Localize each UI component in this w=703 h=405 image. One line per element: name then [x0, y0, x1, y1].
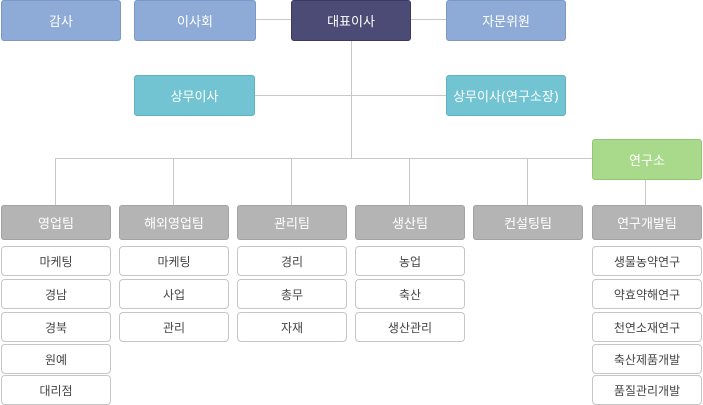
team-sub-item: 사업 — [119, 279, 229, 309]
team-header: 해외영업팀 — [119, 205, 229, 240]
connector-drop-team-3 — [409, 158, 410, 205]
connector-drop-team-1 — [173, 158, 174, 205]
team-sub-item: 총무 — [237, 279, 347, 309]
team-sub-item: 축산 — [355, 279, 465, 309]
team-sub-item: 관리 — [119, 312, 229, 342]
connector-drop-team-4 — [527, 158, 528, 205]
team-sub-item: 대리점 — [1, 375, 111, 405]
connector-ceo-trunk — [351, 41, 352, 158]
team-sub-item: 축산제품개발 — [592, 344, 702, 374]
connector-drop-team-0 — [55, 158, 56, 205]
team-header: 영업팀 — [1, 205, 111, 240]
team-sub-item: 품질관리개발 — [592, 375, 702, 405]
team-sub-item: 천연소재연구 — [592, 312, 702, 342]
team-sub-item: 농업 — [355, 246, 465, 276]
team-sub-item: 자재 — [237, 312, 347, 342]
team-sub-item: 마케팅 — [119, 246, 229, 276]
team-sub-item: 경리 — [237, 246, 347, 276]
team-header: 관리팀 — [237, 205, 347, 240]
board-box: 이사회 — [134, 0, 256, 41]
audit-box: 감사 — [1, 0, 121, 41]
institute-box: 연구소 — [592, 139, 702, 180]
team-header: 컨설팅팀 — [473, 205, 583, 240]
connector-directors — [255, 95, 446, 96]
team-sub-item: 경북 — [1, 312, 111, 342]
team-header: 생산팀 — [355, 205, 465, 240]
team-header: 연구개발팀 — [592, 205, 702, 240]
team-sub-item: 생물농약연구 — [592, 246, 702, 276]
ceo-box: 대표이사 — [291, 0, 411, 41]
connector-board-ceo — [256, 19, 291, 20]
advisory-box: 자문위원 — [446, 0, 566, 41]
team-sub-item: 경남 — [1, 279, 111, 309]
team-sub-item: 마케팅 — [1, 246, 111, 276]
connector-institute-rnd — [645, 180, 646, 205]
connector-ceo-advisory — [411, 19, 446, 20]
director-right-box: 상무이사(연구소장) — [446, 75, 566, 116]
team-sub-item: 약효약해연구 — [592, 279, 702, 309]
team-sub-item: 원예 — [1, 344, 111, 374]
connector-drop-team-2 — [291, 158, 292, 205]
connector-team-bus — [55, 158, 592, 159]
team-sub-item: 생산관리 — [355, 312, 465, 342]
director-left-box: 상무이사 — [134, 75, 255, 116]
